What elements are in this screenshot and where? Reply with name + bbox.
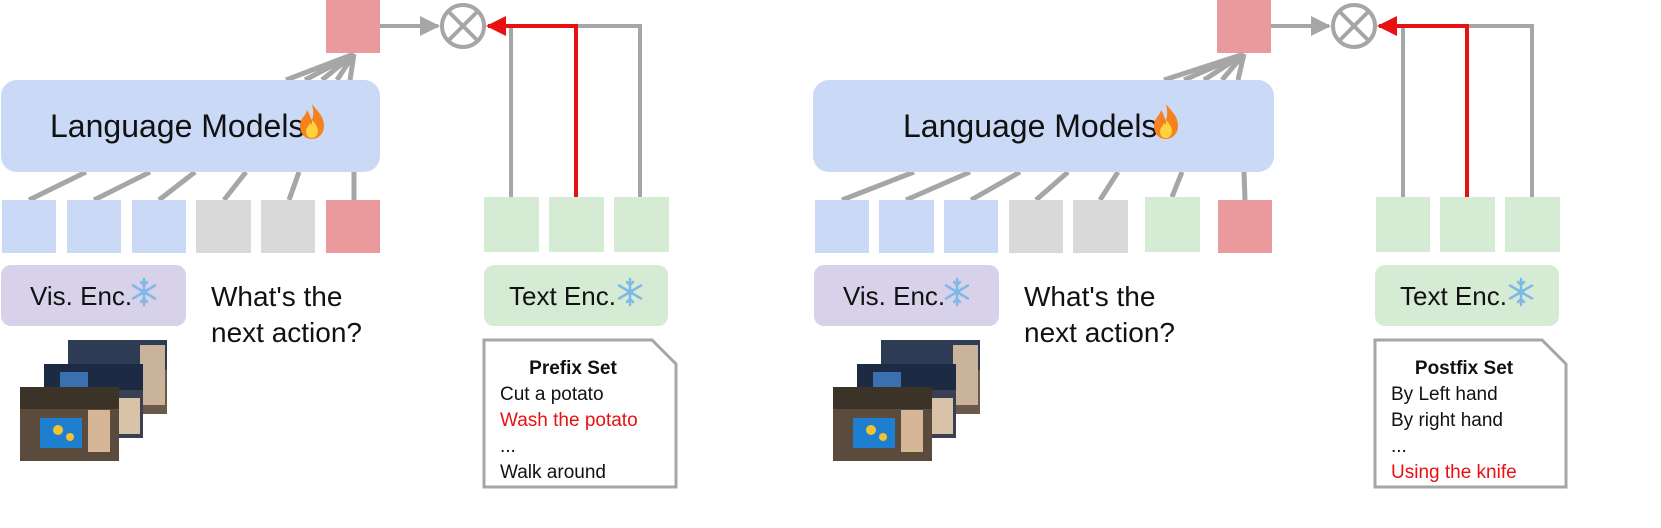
output-token: [1217, 0, 1271, 53]
candidate-set-card: [482, 338, 678, 489]
card-item: Wash the potato: [500, 410, 638, 431]
language-model-box: [1, 80, 380, 172]
language-model-label: Language Models: [50, 108, 304, 144]
lm-output-connectors: [1163, 51, 1247, 83]
video-frames-icon: [833, 340, 980, 461]
fire-icon: [1154, 104, 1178, 139]
candidate-connector: [576, 24, 642, 197]
panel-postfix: Language Models Vis. Enc.: [813, 0, 1568, 489]
vis-encoder-box: [1, 265, 186, 326]
card-item: Cut a potato: [500, 384, 604, 405]
text-encoder-label: Text Enc.: [509, 281, 616, 311]
visual-token: [67, 200, 121, 253]
text-encoder-box: [484, 265, 668, 326]
question-line: next action?: [211, 317, 362, 348]
action-query-token: [326, 200, 380, 253]
card-title: Postfix Set: [1415, 358, 1514, 379]
text-token: [1073, 200, 1128, 253]
visual-token: [815, 200, 869, 253]
text-encoder-box: [1375, 265, 1559, 326]
snowflake-icon: [131, 277, 157, 307]
text-token: [196, 200, 251, 253]
candidate-connector: [1467, 24, 1534, 197]
selected-candidate-arrow: [486, 16, 578, 197]
lm-input-connectors: [27, 169, 357, 203]
candidate-token: [549, 197, 604, 252]
action-query-token: [1218, 200, 1272, 253]
question-line: What's the: [211, 281, 342, 312]
question-line: What's the: [1024, 281, 1155, 312]
candidate-token: [1440, 197, 1495, 252]
multiply-circle-icon: [440, 3, 486, 49]
card-item: By right hand: [1391, 410, 1503, 431]
vis-encoder-label: Vis. Enc.: [30, 281, 132, 311]
lm-output-connectors: [285, 51, 357, 83]
video-frames-icon: [20, 340, 167, 461]
multiply-circle-icon: [1331, 3, 1377, 49]
visual-token: [879, 200, 934, 253]
card-item: Using the knife: [1391, 462, 1517, 483]
card-item: By Left hand: [1391, 384, 1498, 405]
text-token: [1009, 200, 1063, 253]
prefix-token: [1145, 197, 1200, 252]
panel-prefix: Language Models Vis. Enc.: [1, 0, 678, 489]
visual-token: [132, 200, 186, 253]
snowflake-icon: [944, 277, 970, 307]
language-model-label: Language Models: [903, 108, 1157, 144]
candidate-token: [614, 197, 669, 252]
language-model-box: [813, 80, 1274, 172]
snowflake-icon: [617, 277, 643, 307]
fire-icon: [300, 104, 324, 139]
candidate-token: [1505, 197, 1560, 252]
candidate-token: [484, 197, 539, 252]
card-item: ...: [500, 436, 516, 457]
vis-encoder-label: Vis. Enc.: [843, 281, 945, 311]
selected-candidate-arrow: [1377, 16, 1469, 197]
lm-input-connectors: [841, 169, 1248, 203]
candidate-set-card: [1373, 338, 1568, 489]
text-token: [261, 200, 315, 253]
card-item: ...: [1391, 436, 1407, 457]
visual-token: [944, 200, 998, 253]
snowflake-icon: [1508, 277, 1534, 307]
visual-token: [2, 200, 56, 253]
card-title: Prefix Set: [529, 358, 617, 379]
card-item: Walk around: [500, 462, 606, 483]
question-line: next action?: [1024, 317, 1175, 348]
output-token: [326, 0, 380, 53]
vis-encoder-box: [814, 265, 999, 326]
candidate-token: [1376, 197, 1430, 252]
text-encoder-label: Text Enc.: [1400, 281, 1507, 311]
